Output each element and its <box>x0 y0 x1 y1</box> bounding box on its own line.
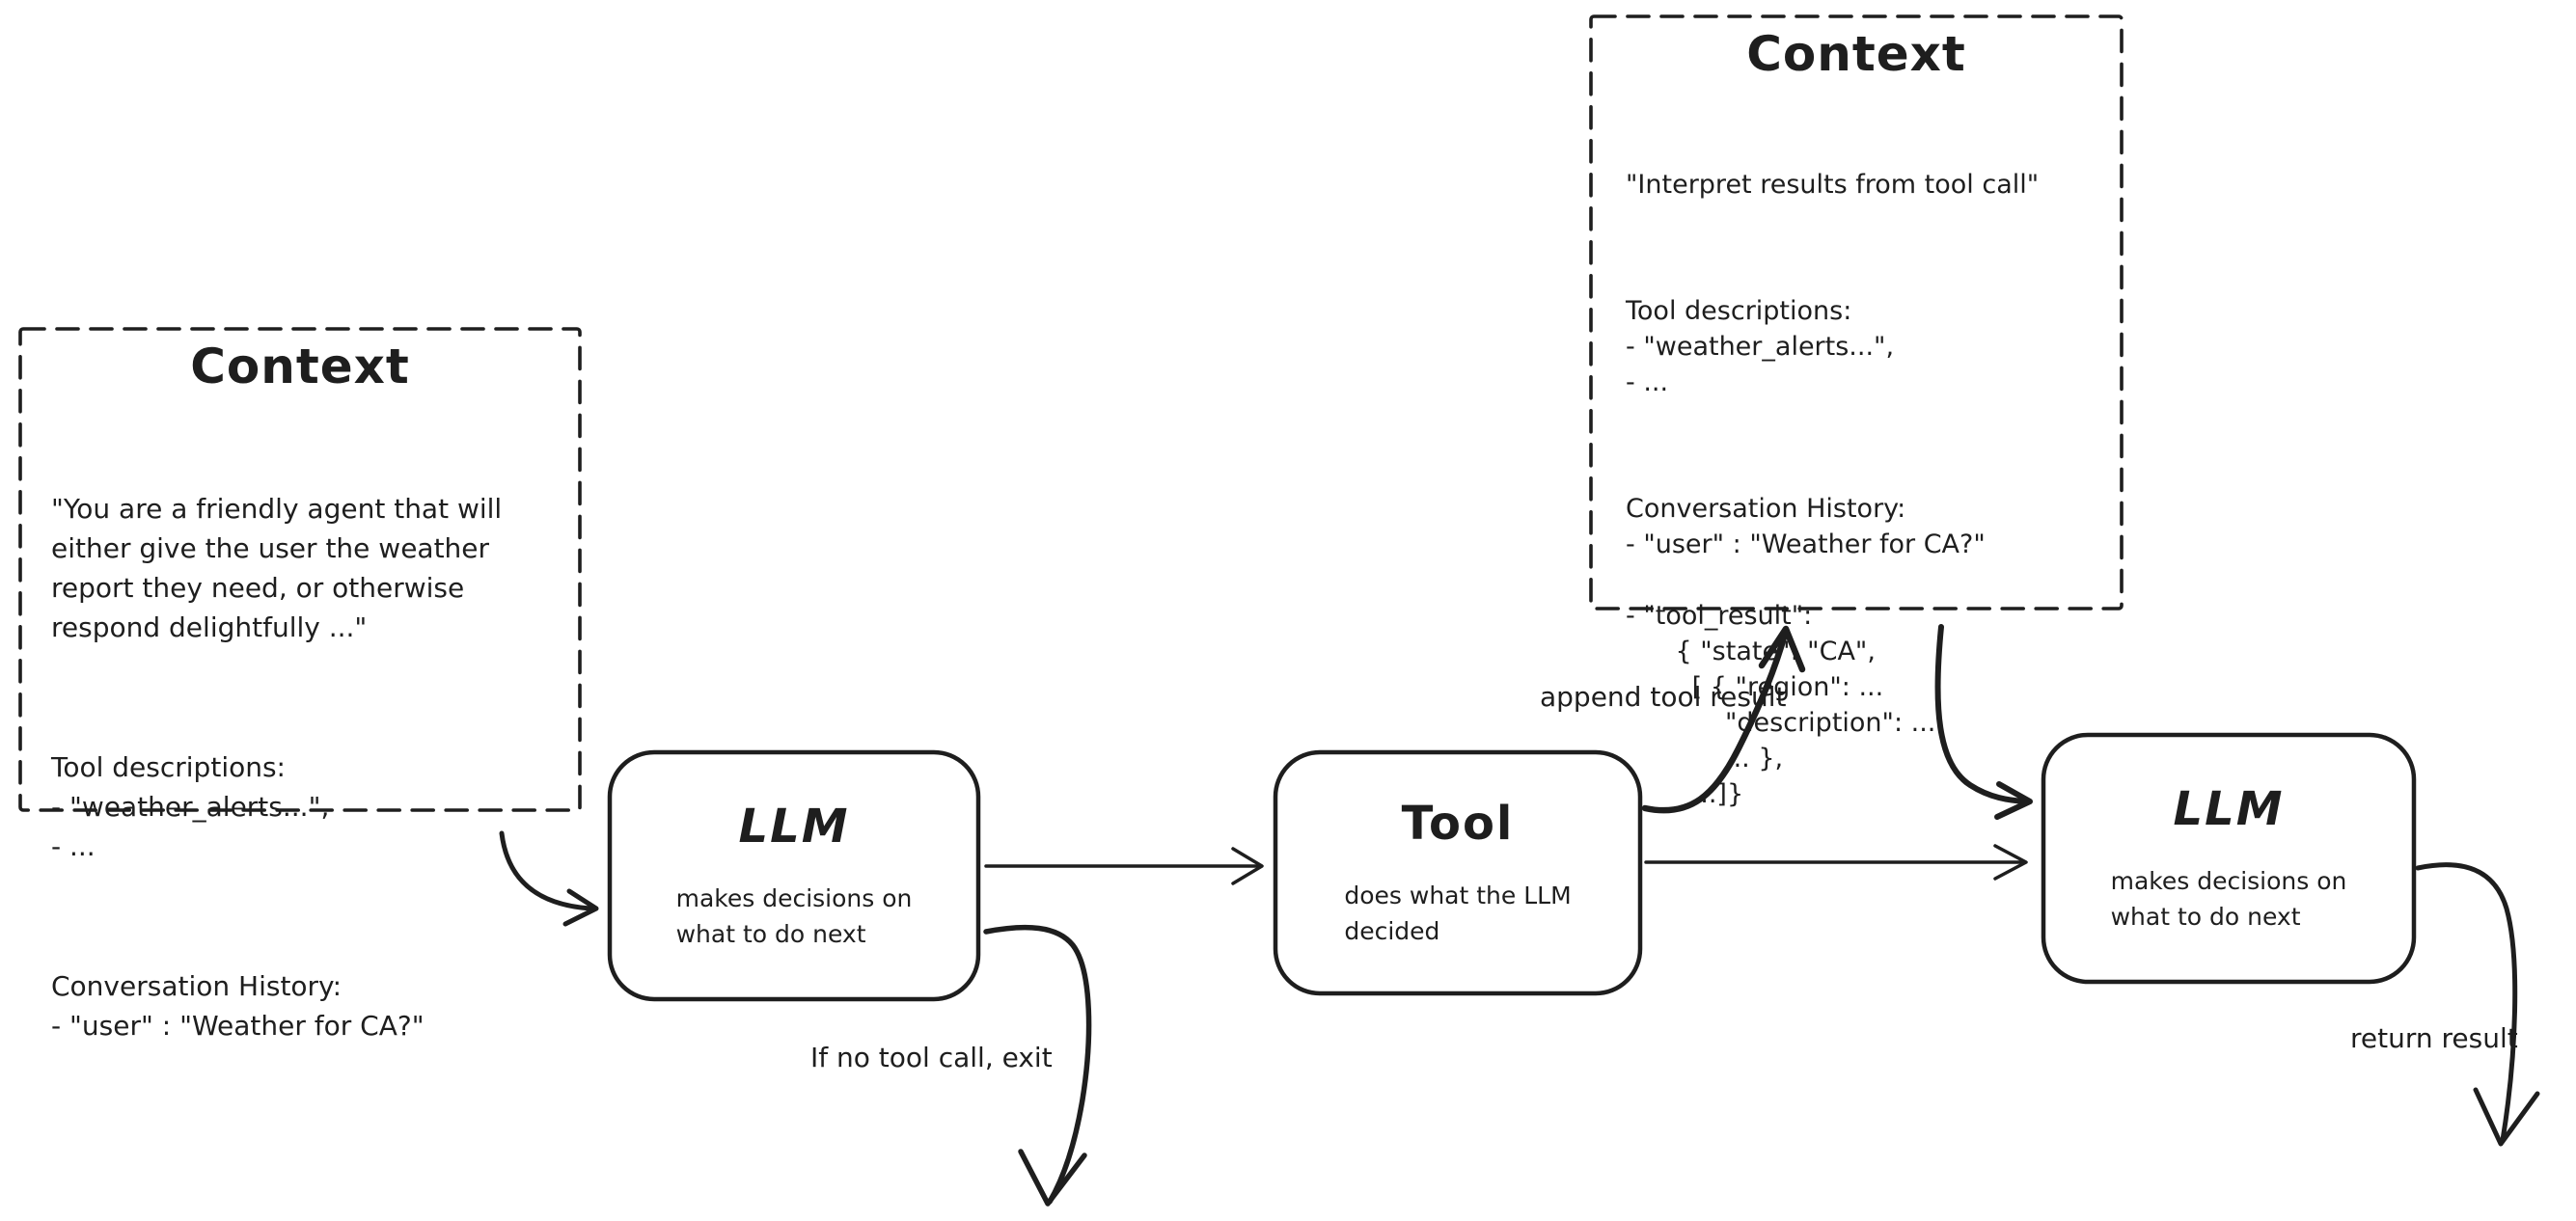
context-right-body: "Interpret results from tool call" Tool … <box>1626 95 2108 883</box>
context-right-instruction: "Interpret results from tool call" <box>1626 170 2040 200</box>
node-llm-2: LLM makes decisions on what to do next <box>2043 735 2414 982</box>
context-left-tool-descriptions: Tool descriptions: - "weather_alerts..."… <box>51 751 330 862</box>
arrow-context-left-to-llm-1 <box>499 830 599 927</box>
arrow-llm-1-exit <box>983 924 1092 1207</box>
edge-label-if-no-tool-call-exit: If no tool call, exit <box>810 1042 1053 1073</box>
context-box-left: Context "You are a friendly agent that w… <box>20 329 580 1042</box>
context-left-body: "You are a friendly agent that will eith… <box>51 410 561 1125</box>
tool-border <box>1273 749 1643 996</box>
node-llm-1: LLM makes decisions on what to do next <box>610 752 978 999</box>
context-left-conversation-history: Conversation History: - "user" : "Weathe… <box>51 970 425 1042</box>
context-right-tool-descriptions: Tool descriptions: - "weather_alerts..."… <box>1626 296 1895 397</box>
context-left-title: Context <box>190 339 410 394</box>
context-box-right: Context "Interpret results from tool cal… <box>1591 16 2122 809</box>
arrow-tool-to-llm-2 <box>1644 844 2028 881</box>
node-tool: Tool does what the LLM decided <box>1275 752 1640 993</box>
llm-2-border <box>2041 732 2417 985</box>
llm-1-subtitle: makes decisions on what to do next <box>675 884 913 948</box>
llm-2-subtitle: makes decisions on what to do next <box>2110 867 2347 931</box>
arrow-llm-1-to-tool <box>984 847 1264 885</box>
context-right-border <box>1589 14 2124 610</box>
context-left-border <box>18 327 582 812</box>
arrow-tool-to-context-right <box>1641 625 1806 814</box>
arrow-context-right-to-llm-2 <box>1934 624 2033 820</box>
tool-title: Tool <box>1401 797 1515 851</box>
llm-1-title: LLM <box>738 800 850 854</box>
arrow-llm-2-return <box>2415 862 2540 1147</box>
context-left-system-prompt: "You are a friendly agent that will eith… <box>51 493 503 643</box>
edge-label-return-result: return result <box>2350 1022 2518 1054</box>
llm-2-title: LLM <box>2173 782 2285 836</box>
context-right-title: Context <box>1746 26 1966 82</box>
context-right-conversation-history: Conversation History: - "user" : "Weathe… <box>1626 494 1986 809</box>
edge-label-append-tool-result: append tool result <box>1540 681 1787 713</box>
llm-1-border <box>607 749 981 1002</box>
tool-subtitle: does what the LLM decided <box>1344 882 1572 945</box>
